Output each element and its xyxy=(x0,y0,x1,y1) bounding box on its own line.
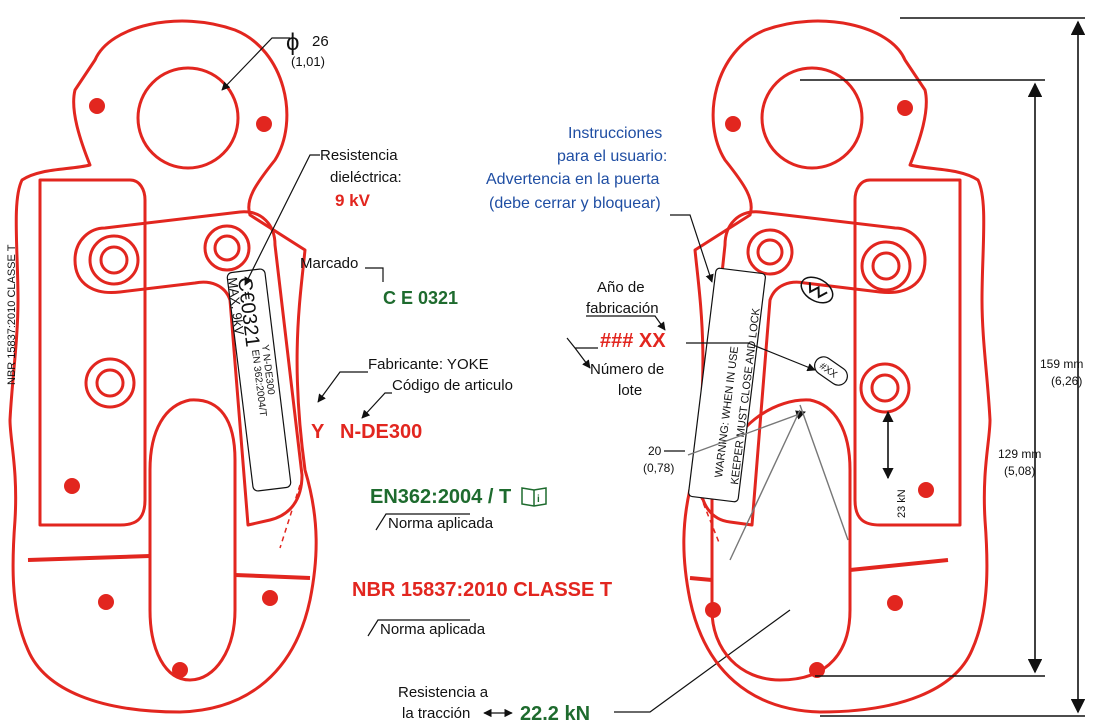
dim-159-inch: (6,26) xyxy=(1051,374,1082,388)
left-article-label: Código de articulo xyxy=(392,377,513,394)
right-gate-line-b xyxy=(799,404,849,541)
right-rivet-ring-low xyxy=(859,362,911,414)
left-code-model: N-DE300 xyxy=(340,421,422,443)
left-code-y: Y xyxy=(311,421,325,443)
dim-129-value: 129 mm xyxy=(998,447,1041,461)
book-info-icon: i xyxy=(521,487,547,507)
right-instructions-2: para el usuario: xyxy=(557,148,667,165)
right-gate-opening-measure xyxy=(687,410,806,456)
left-tensile-label-1: Resistencia a xyxy=(398,684,489,701)
right-instructions-4: (debe cerrar y bloquear) xyxy=(489,195,661,212)
left-rivet-ring-top-inner xyxy=(99,245,129,275)
right-instructions-1: Instrucciones xyxy=(568,125,662,142)
left-inner-slot xyxy=(148,398,237,682)
left-manufacturer-label: Fabricante: YOKE xyxy=(368,356,489,373)
right-side-panel xyxy=(853,178,962,527)
right-lot-label-leader xyxy=(566,337,598,368)
right-band-2 xyxy=(689,576,713,582)
right-year-label-2: fabricación xyxy=(586,300,659,317)
right-lot-value: ### XX xyxy=(600,330,666,352)
right-gate-strength: 23 kN xyxy=(896,489,908,518)
left-dielectric-label-1: Resistencia xyxy=(320,147,398,164)
left-standard-1-underline xyxy=(375,513,470,531)
left-plate-max: MAX. 9kV xyxy=(225,277,247,337)
left-tensile-value: 22.2 kN xyxy=(520,703,590,724)
left-rivet-ring-top xyxy=(88,234,140,286)
left-rivet-ring-mid-inner xyxy=(213,234,241,262)
right-lot-tag: #XX xyxy=(814,356,848,386)
right-warning-plate xyxy=(688,267,766,503)
left-standard-1-label: Norma aplicada xyxy=(388,515,494,532)
left-band-1 xyxy=(27,554,151,562)
right-rivet-ring-top xyxy=(860,240,912,292)
left-marking-value: C E 0321 xyxy=(383,288,458,308)
left-eye-hole xyxy=(136,66,240,170)
left-marking-leader xyxy=(365,267,384,282)
left-gate xyxy=(73,210,304,527)
right-year-label-1: Año de xyxy=(597,279,645,296)
left-rivet-ring-low xyxy=(84,357,136,409)
left-standard-2-label: Norma aplicada xyxy=(380,621,486,638)
left-carabiner xyxy=(8,19,318,714)
left-standard-1-value: EN362:2004 / T xyxy=(370,486,511,508)
right-rivet-ring-low-inner xyxy=(870,373,900,403)
right-rivet-ring-mid-inner xyxy=(756,238,784,266)
dim-159-value: 159 mm xyxy=(1040,357,1083,371)
left-side-panel xyxy=(38,178,147,527)
right-eye-hole xyxy=(760,66,864,170)
right-lot-label-2: lote xyxy=(618,382,642,399)
right-lot-label-1: Número de xyxy=(590,361,664,378)
left-diameter-symbol: ϕ xyxy=(286,29,299,56)
left-diameter-leader xyxy=(221,37,290,91)
right-rivet-ring-top-inner xyxy=(871,251,901,281)
left-gate-dashed xyxy=(279,484,301,549)
dim-129-inch: (5,08) xyxy=(1004,464,1035,478)
svg-text:i: i xyxy=(537,494,540,505)
left-tensile-label-2: la tracción xyxy=(402,705,470,722)
left-standard-2-value: NBR 15837:2010 CLASSE T xyxy=(352,579,612,601)
left-rivet-ring-low-inner xyxy=(95,368,125,398)
left-article-leader xyxy=(361,392,392,419)
left-manufacturer-leader xyxy=(317,371,368,403)
right-instructions-3: Advertencia en la puerta xyxy=(486,171,660,188)
left-dots xyxy=(64,98,278,678)
right-band-1 xyxy=(849,558,949,572)
right-dots xyxy=(705,100,934,678)
left-standard-2-underline xyxy=(367,619,470,637)
right-rivet-ring-mid xyxy=(746,228,794,276)
left-marking-plate xyxy=(226,268,292,492)
right-gate-opening-inch: (0,78) xyxy=(643,461,674,475)
left-dielectric-label-2: dieléctrica: xyxy=(330,169,402,186)
right-gate-line-a xyxy=(729,409,801,561)
right-body-outline xyxy=(682,19,992,714)
left-tensile-leader xyxy=(614,609,791,713)
left-rivet-ring-mid xyxy=(203,224,251,272)
left-diameter-inch: (1,01) xyxy=(291,54,325,69)
left-side-text: NBR 15837:2010 CLASSE T xyxy=(6,244,18,385)
left-dielectric-leader xyxy=(244,154,320,286)
brand-logo-icon xyxy=(800,276,834,304)
right-year-leader xyxy=(586,315,666,331)
right-lot-leader-to-tag xyxy=(686,342,816,372)
left-marking-label: Marcado xyxy=(300,255,358,272)
right-gate-opening-value: 20 xyxy=(648,444,662,458)
right-gate xyxy=(698,210,927,527)
left-band-2 xyxy=(234,573,311,580)
right-instructions-leader xyxy=(670,214,714,283)
left-dielectric-value: 9 kV xyxy=(335,191,371,210)
left-diameter-value: 26 xyxy=(312,33,329,50)
left-body-outline xyxy=(8,19,318,714)
